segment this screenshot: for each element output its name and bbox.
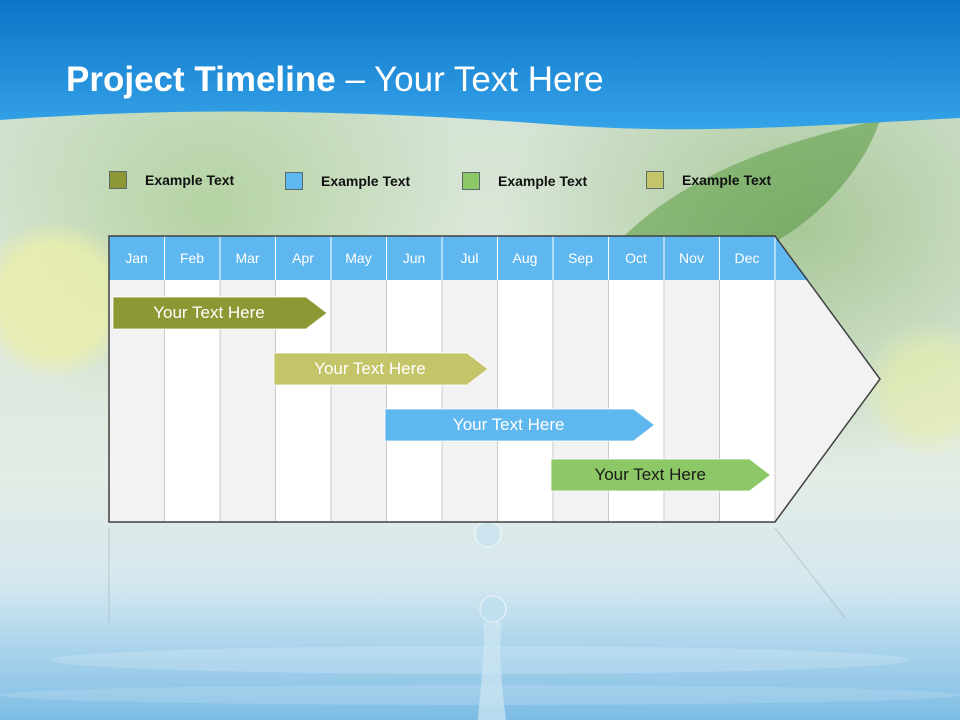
month-label-jul: Jul	[460, 250, 479, 266]
task-label: Your Text Here	[594, 465, 706, 484]
month-label-jan: Jan	[125, 250, 148, 266]
slide-title: Project Timeline – Your Text Here	[66, 58, 604, 102]
month-label-oct: Oct	[625, 250, 647, 266]
title-band	[0, 0, 960, 130]
legend-item-2: Example Text	[285, 170, 410, 192]
month-label-jun: Jun	[402, 250, 426, 266]
water-ripple	[0, 685, 960, 705]
legend-label: Example Text	[145, 172, 235, 188]
legend-label: Example Text	[682, 172, 772, 188]
legend-item-3: Example Text	[462, 170, 587, 192]
legend-label: Example Text	[498, 173, 588, 189]
month-label-feb: Feb	[179, 250, 205, 266]
month-label-nov: Nov	[679, 250, 704, 266]
month-header-strip	[109, 236, 809, 280]
month-label-may: May	[345, 250, 372, 266]
task-arrow-2: Your Text Here	[273, 352, 489, 386]
month-column	[386, 280, 442, 522]
title-bold-part: Project Timeline	[66, 60, 336, 99]
title-subtitle-part: – Your Text Here	[335, 60, 604, 99]
timeline-reflection	[108, 527, 846, 622]
month-label-dec: Dec	[734, 250, 760, 266]
leaf-image	[620, 120, 880, 262]
month-label-aug: Aug	[512, 250, 538, 266]
water-splash	[478, 622, 506, 720]
task-label: Your Text Here	[153, 303, 265, 322]
legend-item-4: Example Text	[646, 169, 771, 191]
task-label: Your Text Here	[314, 359, 426, 378]
task-arrow-shape	[384, 408, 656, 442]
legend-swatch-blue	[285, 172, 303, 190]
month-label-apr: Apr	[292, 250, 314, 266]
task-label: Your Text Here	[452, 415, 565, 434]
task-arrow-1: Your Text Here	[112, 296, 328, 330]
legend-label: Example Text	[321, 173, 411, 189]
water-ripple	[50, 646, 910, 674]
month-column	[497, 280, 553, 522]
task-arrow-4: Your Text Here	[550, 458, 772, 492]
timeline-arrow-outline	[108, 235, 881, 523]
month-label-mar: Mar	[235, 250, 260, 266]
legend-item-1: Example Text	[109, 169, 234, 191]
legend-swatch-khaki	[646, 171, 664, 189]
task-arrow-path	[112, 296, 328, 330]
task-arrow-shape	[273, 352, 489, 386]
legend-swatch-olive	[109, 171, 127, 189]
task-arrow-shape	[550, 458, 772, 492]
legend-swatch-green	[462, 172, 480, 190]
task-arrow-path	[550, 458, 772, 492]
task-arrow-3: Your Text Here	[384, 408, 656, 442]
task-arrow-path	[273, 352, 489, 386]
month-label-sep: Sep	[568, 250, 593, 266]
task-arrow-path	[384, 408, 656, 442]
task-arrow-shape	[112, 296, 328, 330]
